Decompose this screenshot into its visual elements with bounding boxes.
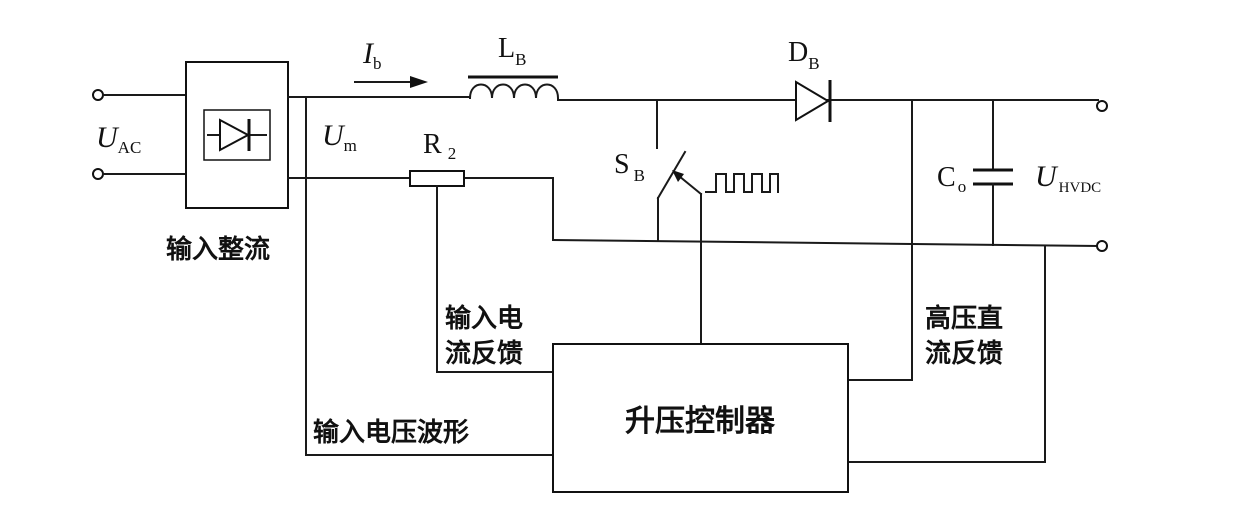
current-arrow-icon: [354, 76, 428, 88]
db-label: DB: [788, 37, 820, 73]
diode-db: [795, 80, 832, 122]
current-feedback-label-line2: 流反馈: [445, 339, 523, 369]
ac-input-terminals: [92, 89, 187, 180]
ib-label: Ib: [362, 37, 382, 73]
capacitor-co: [973, 99, 1013, 246]
boost-controller-box: [552, 343, 849, 493]
hv-feedback-label-line2: 流反馈: [925, 339, 1003, 369]
resistor-r2: [409, 170, 465, 187]
rectifier-label: 输入整流: [166, 234, 270, 265]
rectifier-block: [185, 61, 289, 209]
controller-label: 升压控制器: [625, 404, 776, 439]
um-label: Um: [322, 119, 357, 155]
inductor-lb: [468, 75, 560, 100]
hvdc-positive-terminal: [1096, 100, 1108, 112]
switch-sb: [656, 99, 703, 345]
rectifier-diode-icon: [207, 118, 267, 152]
bottom-rail: [287, 177, 1100, 248]
current-feedback-label-line1: 输入电: [445, 303, 523, 334]
hvdc-negative-terminal: [1096, 240, 1108, 252]
lb-label: LB: [498, 33, 526, 69]
hv-feedback-label-line1: 高压直: [925, 303, 1003, 334]
feedback-wires: [305, 99, 1046, 463]
uac-label: UAC: [96, 121, 141, 157]
pwm-waveform-icon: [705, 173, 779, 193]
voltage-waveform-label: 输入电压波形: [313, 417, 469, 448]
